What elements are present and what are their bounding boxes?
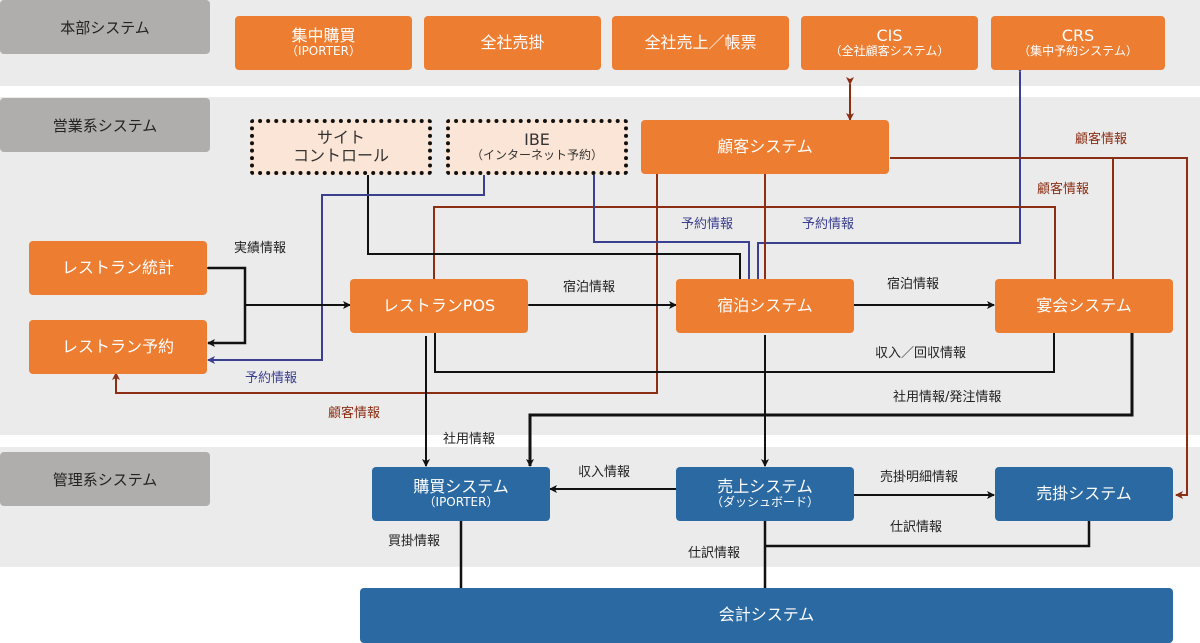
hq-company-receivables: 全社売掛 [424, 16, 601, 70]
label-customer-info-right1: 顧客情報 [1075, 132, 1128, 147]
system-name: レストランPOS [382, 295, 496, 315]
flow-ibe-restaurant-reservation [207, 165, 488, 364]
label-journal-info-right: 仕訳情報 [890, 520, 943, 535]
system-name: 購買システム [413, 476, 509, 496]
system-sub: （IPORTER） [286, 44, 361, 59]
flow-ibe-lodging [590, 165, 753, 287]
label-internal-use-info: 社用情報 [443, 432, 496, 447]
flow-customer-right [890, 157, 1188, 499]
system-name: 売掛システム [1036, 483, 1132, 503]
customer-system: 顧客システム [641, 120, 889, 174]
restaurant-stats: レストラン統計 [29, 241, 207, 295]
system-name: 全社売掛 [480, 32, 545, 52]
system-sub: （全社顧客システム） [829, 44, 950, 59]
flow-crs-lodging [754, 65, 1024, 287]
system-name: CIS [876, 25, 903, 45]
system-sub: （集中予約システム） [1018, 44, 1138, 59]
label-internal-order-info: 社用情報/発注情報 [893, 390, 1002, 405]
label-receivable-detail-info: 売掛明細情報 [880, 470, 959, 485]
system-name: レストラン統計 [61, 257, 174, 277]
label-income-info: 収入情報 [578, 465, 631, 480]
flow-revenue-collection [434, 333, 1055, 373]
site-control: サイト コントロール [250, 119, 432, 175]
flow-customer-pos-banquet [433, 206, 1059, 287]
label-reservation-info-mid1: 予約情報 [681, 217, 734, 232]
tier-sales-label: 営業系システム [0, 98, 210, 152]
system-name: 売上システム [717, 476, 813, 496]
hq-cis: CIS （全社顧客システム） [801, 16, 978, 70]
hq-crs: CRS （集中予約システム） [991, 16, 1165, 70]
system-name: CRS [1061, 25, 1095, 45]
accounting-system: 会計システム [360, 588, 1173, 643]
label-customer-info-bottom: 顧客情報 [328, 406, 381, 421]
flow-results [201, 264, 247, 347]
system-sub: （ダッシュボード） [710, 495, 819, 510]
label-payable-info: 買掛情報 [388, 534, 441, 549]
label-lodging-info-right: 宿泊情報 [887, 277, 940, 292]
label-lodging-info-left: 宿泊情報 [563, 280, 616, 295]
tier-hq-label: 本部システム [0, 0, 210, 54]
system-sub: （IPORTER） [423, 495, 499, 510]
restaurant-pos: レストランPOS [350, 279, 528, 333]
system-name: IBE [524, 129, 550, 149]
label-journal-info-left: 仕訳情報 [688, 546, 741, 561]
sales-system: 売上システム （ダッシュボード） [676, 467, 854, 521]
hq-company-sales-ledger: 全社売上／帳票 [612, 16, 789, 70]
ibe-system: IBE （インターネット予約） [446, 119, 628, 175]
system-name: 会計システム [718, 605, 815, 625]
hq-central-purchasing: 集中購買 （IPORTER） [235, 16, 412, 70]
label-revenue-collection-info: 収入／回収情報 [875, 346, 967, 361]
system-name-line1: サイト [316, 127, 365, 147]
system-name: 全社売上／帳票 [644, 32, 757, 52]
system-name: 集中購買 [291, 25, 356, 45]
system-name: 宿泊システム [717, 295, 813, 315]
lodging-system: 宿泊システム [676, 279, 854, 333]
label-customer-info-right2: 顧客情報 [1037, 182, 1090, 197]
banquet-system: 宴会システム [995, 279, 1173, 333]
tier-management-label: 管理系システム [0, 452, 210, 506]
flow-internal-order [526, 333, 1134, 467]
system-name-line2: コントロール [292, 146, 389, 165]
system-sub: （インターネット予約） [470, 148, 603, 163]
receivables-system: 売掛システム [995, 467, 1173, 521]
restaurant-reservation: レストラン予約 [29, 320, 207, 374]
system-name: 宴会システム [1036, 295, 1132, 315]
system-name: レストラン予約 [61, 336, 174, 356]
label-reservation-info-mid2: 予約情報 [802, 217, 855, 232]
flow-journal-receivables [765, 521, 1091, 548]
label-results-info: 実績情報 [234, 241, 287, 256]
label-reservation-info-left: 予約情報 [245, 371, 298, 386]
purchasing-system: 購買システム （IPORTER） [372, 467, 550, 521]
system-name: 顧客システム [717, 136, 813, 156]
